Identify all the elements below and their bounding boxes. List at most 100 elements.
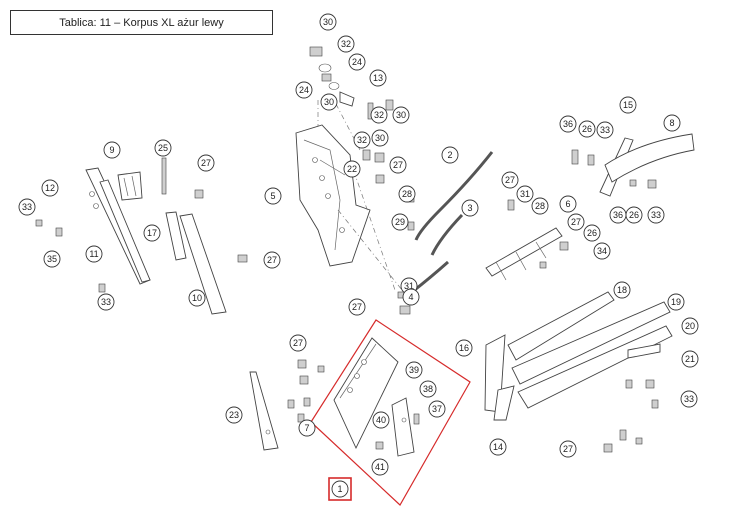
callout-label: 33 [101,297,111,307]
callout-29: 29 [391,213,409,231]
callout-circle [372,411,390,429]
insert-38 [391,397,415,457]
callout-17: 17 [143,224,161,242]
callout-25: 25 [154,139,172,157]
hose-3 [430,213,464,256]
callout-circle [371,458,389,476]
callout-label: 38 [423,384,433,394]
hole [265,429,271,435]
callout-label: 27 [505,175,515,185]
callout-circle [18,198,36,216]
callout-circle [583,224,601,242]
callout-label: 3 [467,203,472,213]
callout-26: 26 [625,206,643,224]
callout-label: 8 [669,118,674,128]
callout-label: 40 [376,415,386,425]
callout-label: 6 [565,199,570,209]
callout-circle [680,390,698,408]
nut-part [375,174,385,184]
slat-18 [507,291,615,361]
callout-circle [663,114,681,132]
callout-circle [263,251,281,269]
callout-label: 28 [402,189,412,199]
callout-label: 12 [45,183,55,193]
callout-27: 27 [567,213,585,231]
callout-circle [567,213,585,231]
callout-27: 27 [389,156,407,174]
callout-label: 11 [89,249,98,259]
callout-circle [578,120,596,138]
left-plate-group [35,157,248,315]
top-fastener-group [309,46,394,184]
callout-label: 19 [671,297,681,307]
diagram-title: Tablica: 11 – Korpus XL ażur lewy [10,10,273,35]
callout-label: 2 [447,150,452,160]
callout-circle [391,213,409,231]
nut-part [321,73,332,82]
callout-32: 32 [337,35,355,53]
callout-41: 41 [371,458,389,476]
callout-label: 5 [270,191,275,201]
bolt-part [297,413,305,423]
callout-circle [154,139,172,157]
hole [319,175,325,181]
callout-circle [343,160,361,178]
callout-label: 32 [374,110,384,120]
callout-circle [85,245,103,263]
callout-27: 27 [348,298,366,316]
callout-circle [289,334,307,352]
callout-circle [398,185,416,203]
callout-38: 38 [419,380,437,398]
callout-circle [647,206,665,224]
callout-circle [516,185,534,203]
callout-label: 4 [408,292,413,302]
callout-label: 30 [375,133,385,143]
callout-label: 27 [563,444,573,454]
callout-27: 27 [501,171,519,189]
nut-part [309,46,323,57]
frame-edge [303,139,341,251]
nut-part [629,179,637,187]
nut-part [35,219,43,227]
callout-8: 8 [663,114,681,132]
callout-circle [441,146,459,164]
assembly-line [337,209,411,301]
callout-circle [402,288,420,306]
callout-label: 30 [324,97,334,107]
callout-label: 18 [617,285,627,295]
callout-16: 16 [455,339,473,357]
hole [339,227,345,233]
callout-28: 28 [531,197,549,215]
callout-33: 33 [596,121,614,139]
callout-circle [320,93,338,111]
callout-33: 33 [97,293,115,311]
callout-36: 36 [559,115,577,133]
callout-label: 41 [375,462,385,472]
callout-circle [428,400,446,418]
callout-label: 13 [373,73,383,83]
hole [93,203,99,209]
callout-33: 33 [647,206,665,224]
callout-circle [103,141,121,159]
callout-circle [559,440,577,458]
frame-edge [319,159,346,176]
callout-12: 12 [41,179,59,197]
spring-bracket-part [339,91,355,107]
bolt-part [362,149,371,161]
highlight-frame [310,319,471,506]
washer-part [318,63,332,73]
callout-circle [298,419,316,437]
share-assembly [310,319,471,506]
nut-part [635,437,643,445]
callout-label: 36 [563,119,573,129]
callout-34: 34 [593,242,611,260]
hole [89,191,95,197]
assembly-line [349,159,396,291]
callout-label: 35 [47,254,57,264]
callout-label: 26 [629,210,639,220]
hole [325,193,331,199]
callout-label: 30 [323,17,333,27]
callout-label: 16 [459,343,469,353]
right-upper-group [485,133,695,281]
